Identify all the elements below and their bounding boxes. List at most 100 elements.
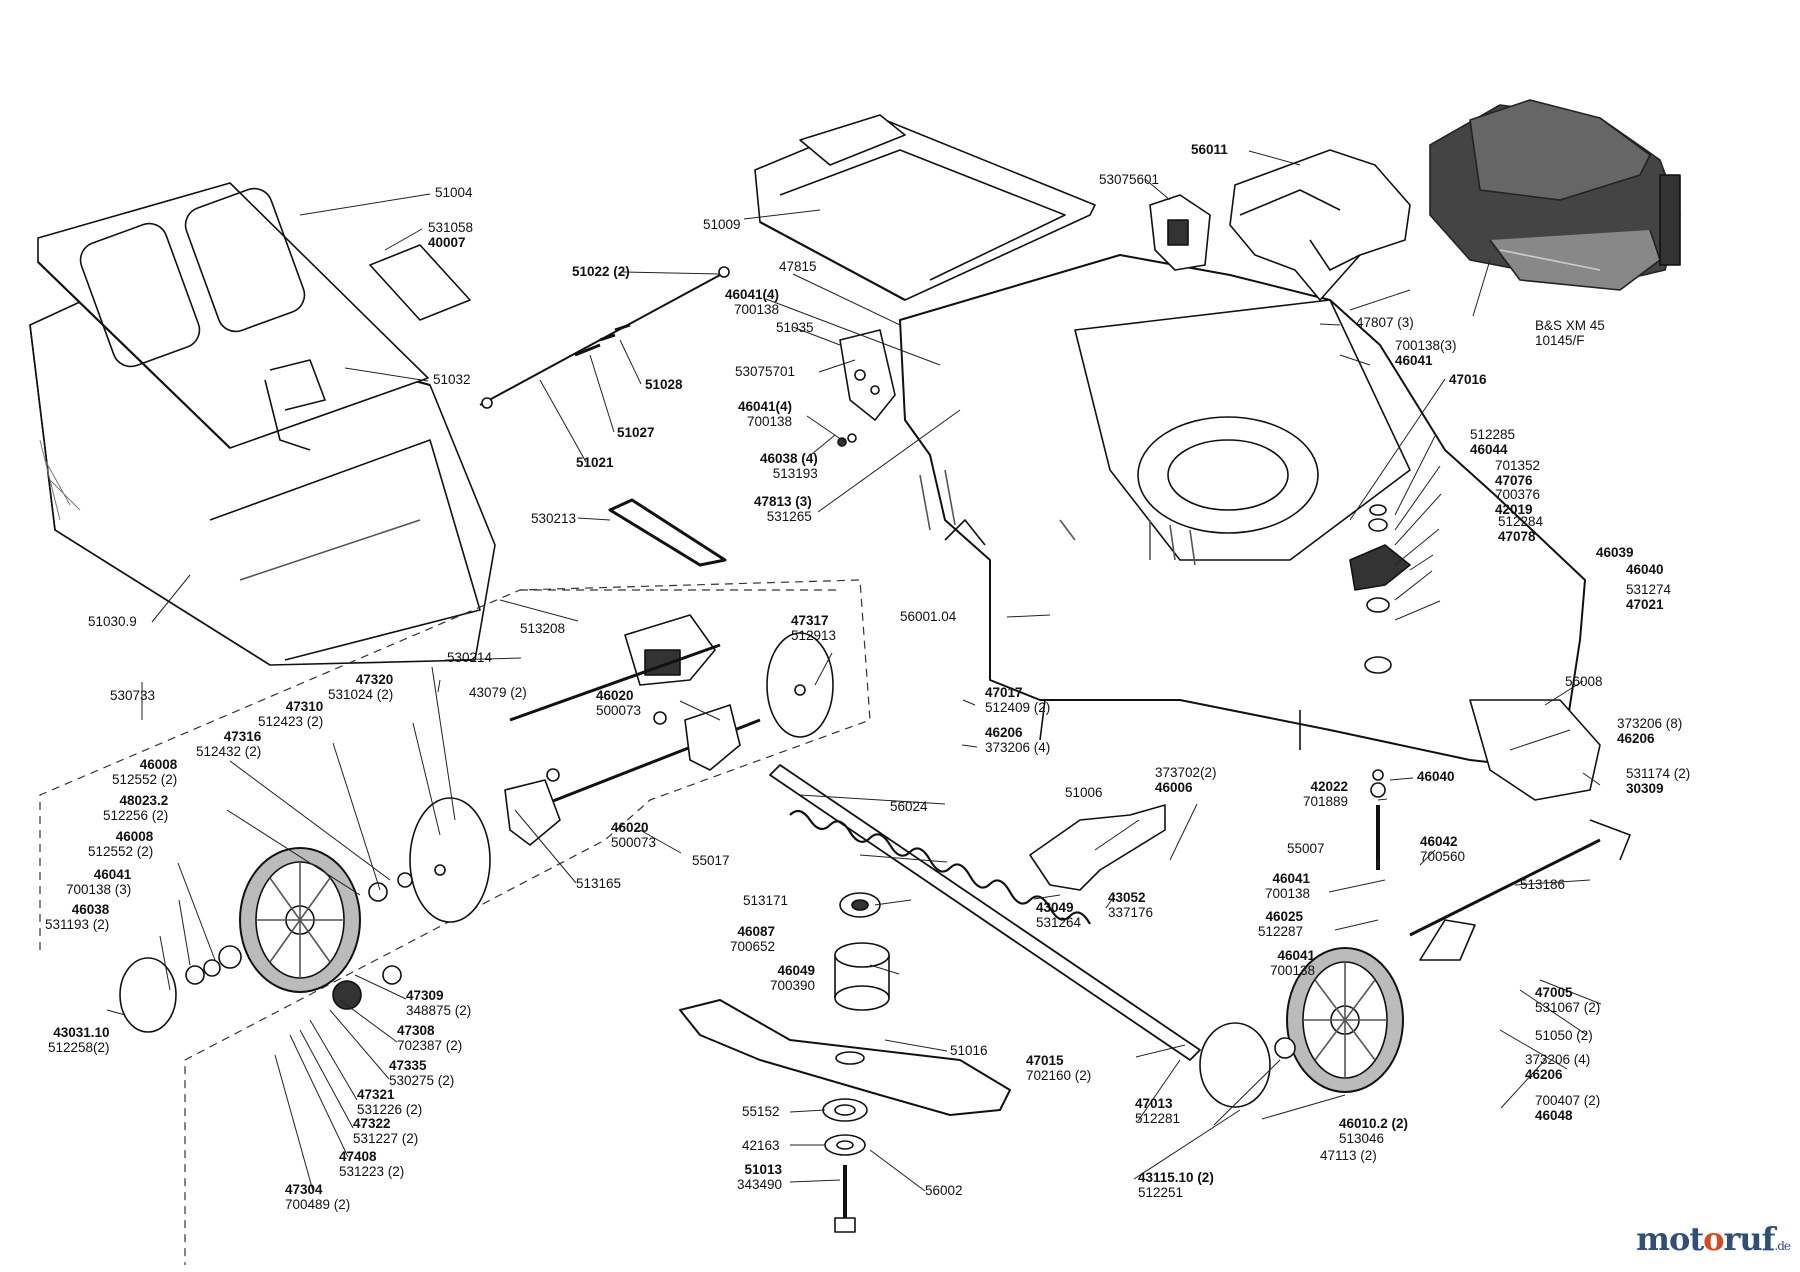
part-label: 51050 (2) (1535, 1028, 1593, 1043)
part-label: 53075701 (735, 364, 796, 379)
drive-belt (608, 498, 727, 567)
engine-shroud (1229, 149, 1411, 301)
part-label: 373702(2)46006 (1155, 765, 1217, 795)
part-label: 46039 (1596, 545, 1634, 560)
part-label: 513208 (520, 621, 566, 636)
hinge-bracket (837, 329, 896, 447)
part-label: 531174 (2)30309 (1626, 766, 1691, 796)
part-label: 513171 (743, 893, 789, 908)
drive-plates (504, 704, 741, 846)
blade-adapter-51016 (834, 942, 890, 1011)
part-label: 47113 (2) (1320, 1148, 1377, 1163)
part-label: 56002 (925, 1183, 963, 1198)
part-label: 56011 (1191, 142, 1228, 157)
wheel-bushings (185, 872, 413, 1010)
part-label: 47813 (3)531265 (754, 494, 812, 524)
part-label: 530214 (447, 650, 493, 665)
part-label: 700138(3)46041 (1395, 338, 1457, 368)
part-label: 56001.04 (900, 609, 957, 624)
part-label: 56024 (890, 799, 928, 814)
part-label: 373206 (4)46206 (1525, 1052, 1591, 1082)
part-label: 530213 (531, 511, 577, 526)
wheel-cap-43031 (119, 957, 177, 1033)
brand-watermark: motoruf.de (1636, 1220, 1791, 1258)
part-label: 51032 (433, 372, 471, 387)
blade-washers (822, 1098, 868, 1233)
part-label: 55152 (742, 1104, 780, 1119)
part-label: 51009 (703, 217, 741, 232)
leader-lines (106, 150, 1602, 1192)
part-label: 55007 (1287, 841, 1325, 856)
part-label: 51006 (1065, 785, 1103, 800)
blade-56002 (679, 999, 1011, 1116)
rear-deflector-56008 (1469, 699, 1601, 801)
part-label: 47815 (779, 259, 817, 274)
engine (1429, 99, 1681, 291)
handle-clip-531058 (369, 244, 471, 321)
front-wheel (1286, 947, 1404, 1093)
part-label: 56008 (1565, 674, 1603, 689)
shroud-bracket (1149, 194, 1211, 271)
part-label: 42163 (742, 1138, 780, 1153)
part-label: 46010.2 (2)513046 (1339, 1116, 1409, 1146)
spindle-55007 (1370, 769, 1386, 870)
lever-bar-56024 (769, 764, 1201, 1061)
part-label: 700407 (2)46048 (1535, 1093, 1601, 1123)
part-label: 55017 (692, 853, 730, 868)
part-label: 46040 (1417, 769, 1455, 784)
part-label: 46038 (4)513193 (760, 451, 818, 481)
part-label: 46040 (1626, 562, 1664, 577)
rear-wheel-disc-outer (766, 632, 834, 738)
part-label: 46041(4)700138 (725, 287, 780, 317)
rear-wheel (239, 847, 361, 993)
front-wheel-cap (1199, 1022, 1296, 1108)
part-label: 46041(4)700138 (738, 399, 793, 429)
engine-label: B&S XM 45 10145/F (1535, 318, 1605, 348)
part-label: 530733 (110, 688, 156, 703)
part-label: 51030.9 (88, 614, 137, 629)
part-label: 373206 (8)46206 (1617, 716, 1683, 746)
front-axle (1409, 819, 1631, 961)
part-label: 51028 (645, 377, 683, 392)
height-adjust-plate (1029, 804, 1166, 891)
part-label: 43079 (2) (469, 685, 527, 700)
part-label: 51021 (576, 455, 614, 470)
part-label: 51022 (2) (572, 264, 630, 279)
part-label: 47807 (3) (1356, 315, 1414, 330)
center-knob-46039 (1349, 504, 1411, 674)
